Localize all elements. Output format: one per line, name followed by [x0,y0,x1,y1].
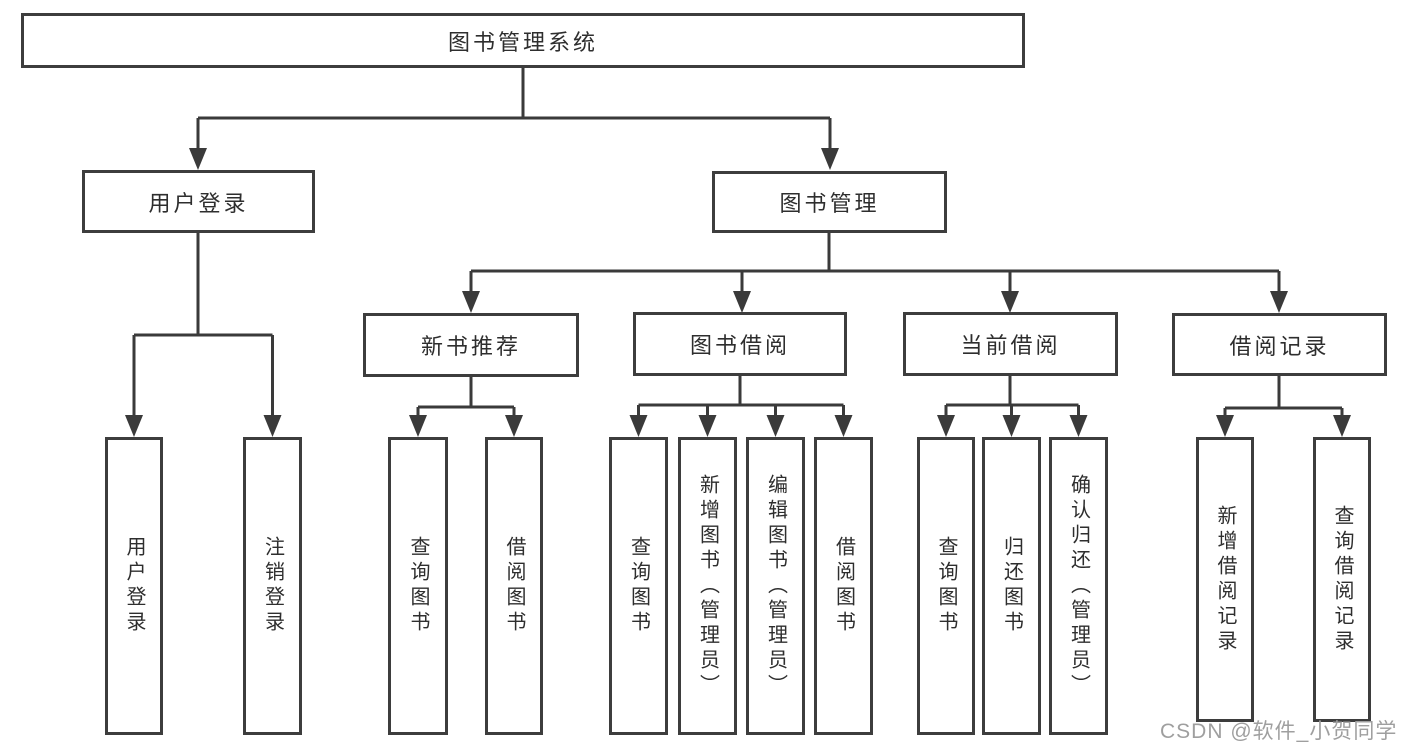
node-book-borrow: 图书借阅 [633,312,847,376]
leaf-user-login: 用户登录 [105,437,163,735]
leaf-records-query-record: 查询借阅记录 [1313,437,1371,722]
leaf-recommend-query-book-label: 查询图书 [407,536,429,636]
leaf-borrow-add-book-label: 新增图书（管理员） [696,473,719,699]
leaf-user-login-label: 用户登录 [123,536,145,636]
leaf-logout-label: 注销登录 [261,536,284,636]
leaf-borrow-query-book: 查询图书 [609,437,668,735]
leaf-borrow-add-book: 新增图书（管理员） [678,437,737,735]
leaf-borrow-edit-book-label: 编辑图书（管理员） [764,473,787,699]
node-current-borrow: 当前借阅 [903,312,1118,376]
leaf-current-return-book-label: 归还图书 [1000,536,1023,636]
leaf-borrow-borrow-book: 借阅图书 [814,437,873,735]
leaf-current-confirm-return-label: 确认归还（管理员） [1067,473,1090,699]
node-user-login: 用户登录 [82,170,315,233]
leaf-current-confirm-return: 确认归还（管理员） [1049,437,1108,735]
node-new-book-recommend: 新书推荐 [363,313,579,377]
leaf-borrow-query-book-label: 查询图书 [627,536,650,636]
leaf-recommend-borrow-book-label: 借阅图书 [503,536,525,636]
leaf-current-query-book-label: 查询图书 [935,536,957,636]
leaf-logout: 注销登录 [243,437,302,735]
node-borrow-records: 借阅记录 [1172,313,1387,376]
leaf-records-add-record: 新增借阅记录 [1196,437,1254,722]
node-book-management: 图书管理 [712,171,947,233]
node-root-system: 图书管理系统 [21,13,1025,68]
leaf-records-add-record-label: 新增借阅记录 [1214,504,1236,655]
leaf-current-query-book: 查询图书 [917,437,975,735]
leaf-current-return-book: 归还图书 [982,437,1041,735]
leaf-borrow-edit-book: 编辑图书（管理员） [746,437,805,735]
leaf-records-query-record-label: 查询借阅记录 [1331,504,1353,655]
csdn-watermark: CSDN @软件_小贺同学 [1160,720,1398,743]
leaf-recommend-borrow-book: 借阅图书 [485,437,543,735]
leaf-recommend-query-book: 查询图书 [388,437,448,735]
leaf-borrow-borrow-book-label: 借阅图书 [832,536,855,636]
